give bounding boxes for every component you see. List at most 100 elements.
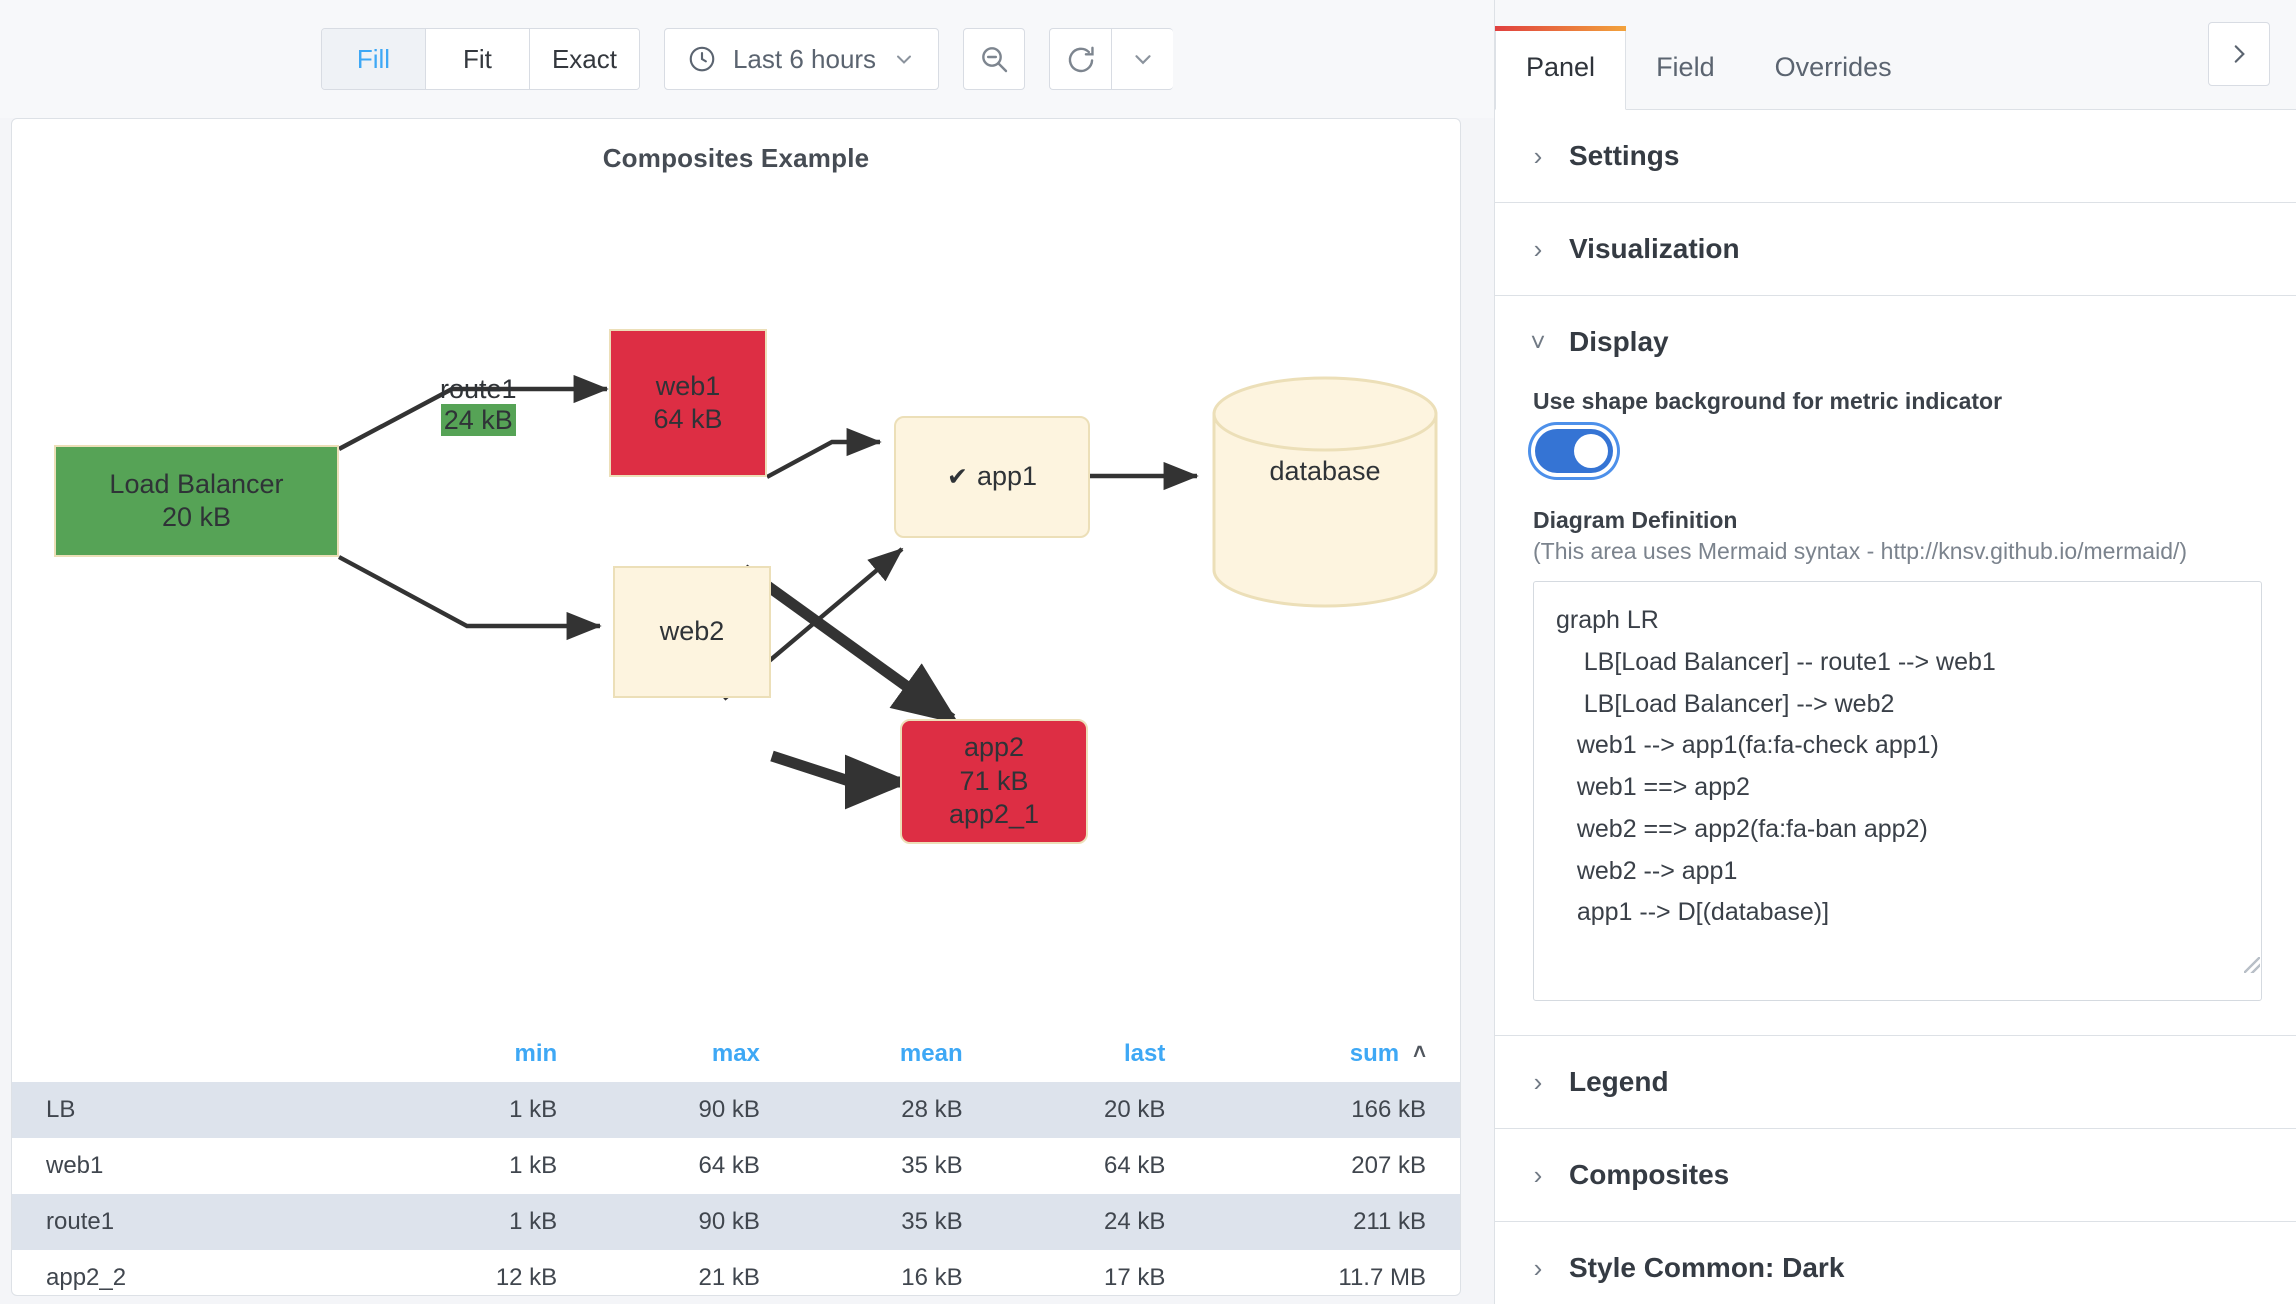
fit-mode-fit-button[interactable]: Fit	[425, 29, 530, 89]
column-header-name[interactable]	[12, 1029, 388, 1082]
cell-mean: 16 kB	[901, 1264, 963, 1291]
section-display: ˅ Display Use shape background for metri…	[1495, 296, 2296, 1036]
chevron-right-icon	[2226, 41, 2252, 67]
section-title: Legend	[1569, 1066, 1669, 1097]
column-header-sum[interactable]: sum˄	[1349, 1039, 1426, 1067]
textarea-resize-grip[interactable]	[2244, 957, 2260, 973]
time-range-label: Last 6 hours	[732, 43, 877, 74]
chevron-right-icon: ›	[1533, 140, 1543, 171]
chevron-right-icon: ›	[1533, 233, 1543, 264]
table-row[interactable]: LB 1 kB 90 kB 28 kB 20 kB 166 kB	[12, 1082, 1460, 1138]
refresh-button-group[interactable]	[1049, 28, 1174, 90]
table-row[interactable]: web1 1 kB 64 kB 35 kB 64 kB 207 kB	[12, 1138, 1460, 1194]
column-header-last[interactable]: last	[1123, 1039, 1166, 1067]
cell-last: 17 kB	[1103, 1264, 1166, 1291]
cell-last: 24 kB	[1103, 1208, 1166, 1235]
node-database-shape	[1212, 376, 1438, 608]
table-row[interactable]: route1 1 kB 90 kB 35 kB 24 kB 211 kB	[12, 1194, 1460, 1250]
refresh-interval-dropdown[interactable]	[1111, 28, 1174, 90]
section-style-common-dark[interactable]: › Style Common: Dark	[1495, 1222, 2296, 1304]
cell-mean: 35 kB	[901, 1152, 963, 1179]
sort-asc-icon: ˄	[1413, 1039, 1426, 1064]
edge-label-route1-value: 24 kB	[440, 404, 516, 436]
section-title: Settings	[1569, 140, 1680, 171]
fit-mode-segmented-control[interactable]: Fill Fit Exact	[320, 28, 640, 90]
cell-max: 21 kB	[698, 1264, 760, 1291]
cell-name: route1	[46, 1208, 115, 1235]
fit-mode-fill-button[interactable]: Fill	[321, 29, 426, 89]
cell-name: web1	[46, 1152, 104, 1179]
table-header-row: min max mean last sum˄	[12, 1029, 1460, 1082]
shape-background-toggle[interactable]	[1535, 429, 1613, 473]
panel-options-pane: Panel Field Overrides › Settings › V	[1494, 0, 2296, 1304]
node-web1[interactable]: web1 64 kB	[609, 329, 767, 477]
cell-sum: 211 kB	[1353, 1208, 1426, 1235]
section-title: Composites	[1569, 1159, 1730, 1190]
cell-min: 1 kB	[509, 1208, 558, 1235]
edge-label-route1: route1 24 kB	[440, 374, 517, 436]
chevron-right-icon: ›	[1533, 1066, 1543, 1097]
page-title: Composites Example	[602, 143, 870, 173]
column-header-min[interactable]: min	[514, 1039, 558, 1067]
clock-icon	[687, 44, 717, 74]
cell-min: 1 kB	[509, 1152, 558, 1179]
chevron-down-icon	[1130, 46, 1156, 72]
chevron-down-icon	[892, 47, 916, 71]
cell-name: app2_2	[46, 1264, 127, 1291]
section-composites[interactable]: › Composites	[1495, 1129, 2296, 1222]
cell-last: 20 kB	[1103, 1096, 1166, 1123]
cell-min: 1 kB	[509, 1096, 558, 1123]
node-web2[interactable]: web2	[613, 566, 771, 698]
tab-overrides[interactable]: Overrides	[1774, 52, 1892, 82]
cell-max: 90 kB	[698, 1096, 760, 1123]
top-toolbar: Fill Fit Exact Last 6 hours	[0, 0, 1494, 118]
cell-max: 90 kB	[698, 1208, 760, 1235]
column-header-max[interactable]: max	[711, 1039, 760, 1067]
cell-name: LB	[46, 1096, 76, 1123]
diagram-definition-hint: (This area uses Mermaid syntax - http://…	[1533, 538, 2188, 564]
node-app2[interactable]: app2 71 kB app2_1	[900, 719, 1088, 844]
visualization-panel: Composites Example web1 --> web2 --> app…	[11, 118, 1461, 1296]
diagram-edges: web1 --> web2 --> app1 --> app1 --> data…	[337, 374, 1438, 810]
section-title: Visualization	[1569, 233, 1740, 264]
cell-last: 64 kB	[1103, 1152, 1166, 1179]
diagram-definition-label: Diagram Definition	[1533, 507, 1738, 533]
chevron-right-icon: ›	[1533, 1159, 1543, 1190]
section-legend[interactable]: › Legend	[1495, 1036, 2296, 1129]
cell-sum: 166 kB	[1351, 1096, 1426, 1123]
cell-sum: 207 kB	[1351, 1152, 1426, 1179]
table-body: LB 1 kB 90 kB 28 kB 20 kB 166 kB web1 1 …	[12, 1082, 1460, 1304]
node-lb[interactable]: Load Balancer 20 kB	[54, 445, 339, 557]
collapse-options-button[interactable]	[2208, 22, 2270, 86]
fit-mode-exact-button[interactable]: Exact	[529, 29, 639, 89]
cell-mean: 28 kB	[901, 1096, 963, 1123]
cell-max: 64 kB	[698, 1152, 760, 1179]
options-tabbar: Panel Field Overrides	[1495, 0, 2296, 110]
tab-panel[interactable]: Panel	[1495, 26, 1627, 110]
section-visualization[interactable]: › Visualization	[1495, 203, 2296, 296]
diagram-definition-textarea[interactable]: graph LR LB[Load Balancer] -- route1 -->…	[1533, 581, 2262, 1001]
zoom-out-icon	[978, 43, 1010, 75]
cell-sum: 11.7 MB	[1338, 1264, 1426, 1291]
section-title: Style Common: Dark	[1569, 1252, 1845, 1283]
chevron-down-icon: ˅	[1530, 326, 1546, 357]
table-row[interactable]: app2_2 12 kB 21 kB 16 kB 17 kB 11.7 MB	[12, 1250, 1460, 1304]
refresh-button[interactable]	[1049, 28, 1112, 90]
mermaid-diagram[interactable]: web1 --> web2 --> app1 --> app1 --> data…	[12, 174, 1462, 944]
zoom-out-button[interactable]	[963, 28, 1026, 90]
check-icon: ✔	[946, 462, 968, 491]
cell-mean: 35 kB	[901, 1208, 963, 1235]
tab-field[interactable]: Field	[1656, 52, 1715, 82]
node-app1[interactable]: ✔ app1	[894, 416, 1090, 538]
time-range-picker[interactable]: Last 6 hours	[663, 28, 940, 90]
section-title: Display	[1569, 326, 1669, 357]
section-settings[interactable]: › Settings	[1495, 110, 2296, 203]
node-database-label: database	[1269, 456, 1381, 486]
section-display-header[interactable]: ˅ Display	[1495, 296, 2296, 388]
toggle-knob	[1574, 434, 1608, 468]
shape-background-label: Use shape background for metric indicato…	[1533, 388, 2003, 414]
column-header-mean[interactable]: mean	[899, 1039, 963, 1067]
metrics-table: min max mean last sum˄ LB 1 kB 90 kB 28 …	[12, 1029, 1460, 1304]
refresh-icon	[1065, 43, 1097, 75]
chevron-right-icon: ›	[1533, 1252, 1543, 1283]
